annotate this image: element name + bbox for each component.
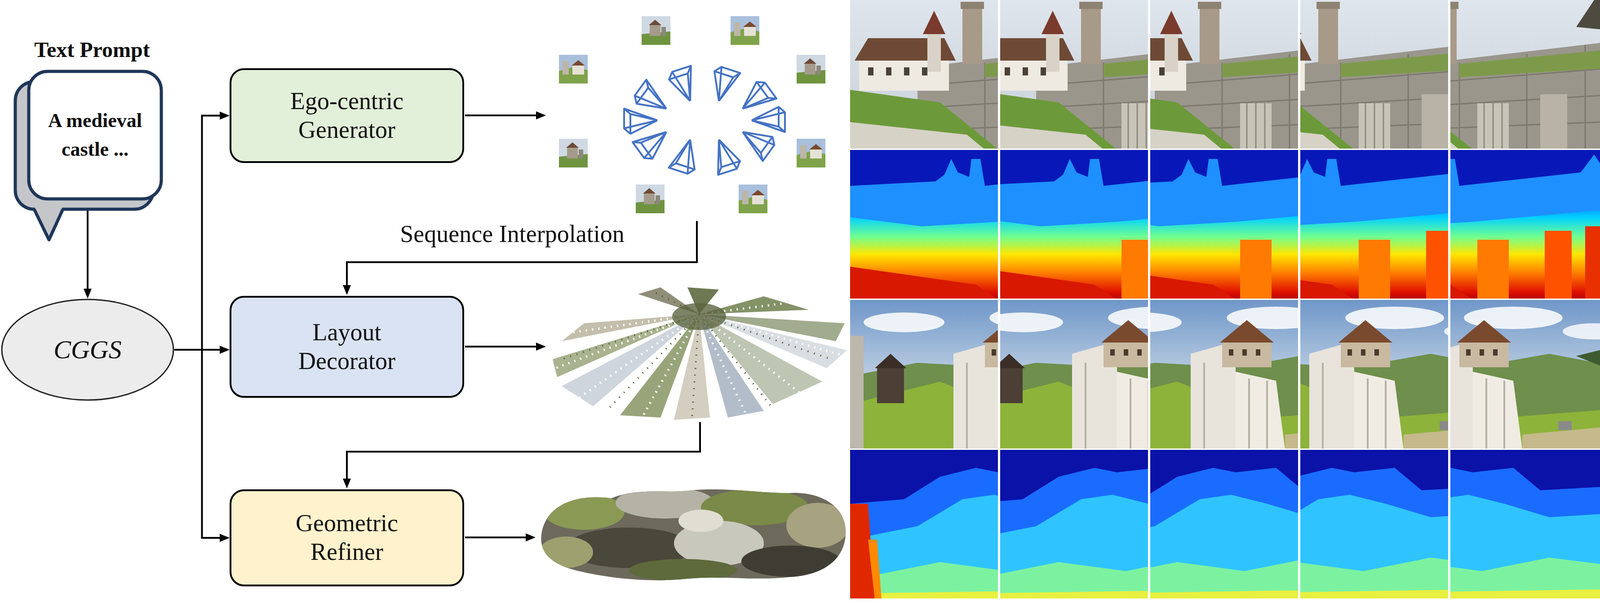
- step-label: Sequence Interpolation: [359, 220, 665, 249]
- camera-ring: [705, 65, 741, 105]
- refined-mesh: [741, 545, 841, 578]
- prompt-heading: Text Prompt: [17, 38, 167, 63]
- pipeline-ellipse: CGGS: [0, 298, 175, 402]
- point-cloud: [672, 303, 727, 331]
- process-box: Geometric Refiner: [229, 489, 465, 587]
- view-thumbnails: [796, 54, 826, 84]
- camera-ring: [624, 108, 658, 134]
- view-thumbnails: [730, 16, 760, 45]
- view-thumbnails: [796, 138, 826, 168]
- camera-ring: [632, 122, 675, 163]
- bubble-tail: [34, 209, 63, 240]
- flow-arrows: [346, 422, 701, 484]
- frame-grid: [1324, 300, 1600, 450]
- flow-arrows: [465, 345, 541, 348]
- camera-ring: [667, 66, 702, 106]
- point-cloud: [555, 303, 841, 417]
- frame-grid: [1324, 300, 1600, 450]
- frame-grid: [1324, 150, 1600, 300]
- frame-grid: [1324, 150, 1600, 300]
- flow-connector: [86, 199, 89, 294]
- camera-ring: [751, 106, 785, 133]
- process-box: Layout Decorator: [229, 296, 465, 399]
- view-thumbnails: [558, 138, 588, 168]
- flow-arrows: [465, 114, 541, 117]
- frame-grid: [1324, 450, 1600, 600]
- frame-grid: [1324, 450, 1600, 600]
- view-thumbnails: [558, 54, 588, 84]
- view-thumbnails: [641, 16, 671, 45]
- bubble-tail: [34, 206, 63, 240]
- camera-ring: [735, 121, 778, 162]
- camera-ring: [668, 136, 703, 176]
- ellipse-label: CGGS: [53, 334, 122, 366]
- view-thumbnails: [635, 184, 665, 214]
- frame-grid: [1324, 0, 1600, 150]
- point-cloud: [552, 287, 847, 421]
- frame-grid: [1324, 0, 1600, 150]
- view-thumbnails: [738, 184, 768, 214]
- refined-mesh: [678, 509, 724, 533]
- refined-mesh: [539, 487, 850, 582]
- view-thumbnails: [558, 16, 826, 214]
- refined-mesh: [539, 536, 594, 569]
- refined-mesh: [629, 559, 737, 582]
- bubble-front: [28, 71, 162, 200]
- refined-mesh: [543, 494, 625, 531]
- camera-ring: [624, 65, 785, 176]
- frame-grid: [850, 0, 1600, 600]
- flow-arrows: [465, 536, 531, 539]
- box-label: Ego-centric Generator: [268, 87, 426, 145]
- camera-ring: [707, 135, 742, 176]
- flow-connector: [174, 350, 225, 539]
- process-box: Ego-centric Generator: [229, 68, 465, 164]
- camera-ring: [631, 79, 674, 120]
- refined-mesh: [539, 487, 850, 582]
- box-label: Geometric Refiner: [268, 509, 426, 567]
- flow-connector: [174, 115, 225, 351]
- refined-mesh: [786, 503, 850, 549]
- prompt-bubble: Text Prompt A medieval castle ...: [17, 38, 167, 200]
- prompt-text: A medieval castle ...: [28, 106, 162, 164]
- camera-ring: [734, 78, 777, 119]
- point-cloud: [561, 291, 832, 419]
- ellipse-outline: [1, 299, 174, 401]
- box-label: Layout Decorator: [268, 318, 426, 376]
